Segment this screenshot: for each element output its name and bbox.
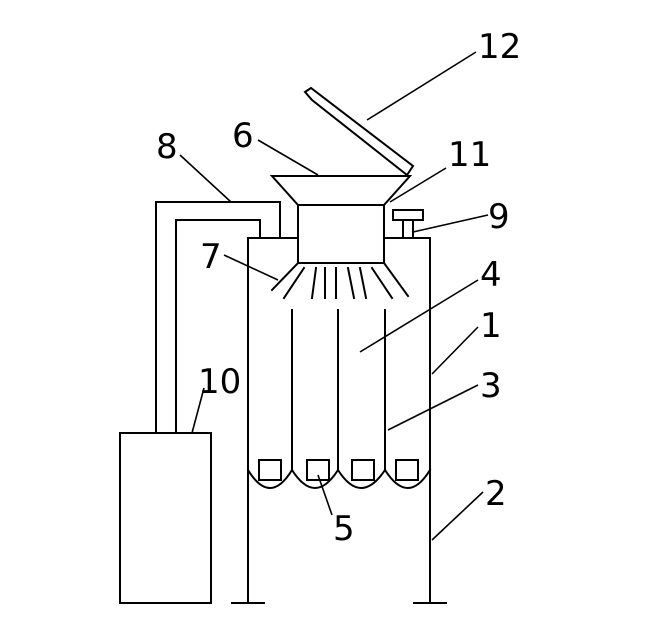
label-1: 1 (480, 306, 502, 346)
collecting-cups (258, 459, 419, 481)
label-6: 6 (232, 116, 254, 156)
valve-head (392, 209, 424, 221)
valve-stem (402, 219, 414, 239)
filter-tubes (246, 309, 432, 489)
left-vessel (119, 432, 212, 604)
label-12: 12 (478, 27, 521, 67)
hopper-body (297, 204, 385, 264)
label-4: 4 (480, 255, 502, 295)
leader-lines (179, 51, 489, 541)
label-7: 7 (200, 237, 222, 277)
label-11: 11 (448, 135, 491, 175)
label-2: 2 (485, 474, 507, 514)
label-3: 3 (480, 366, 502, 406)
label-10: 10 (198, 362, 241, 402)
hopper (269, 175, 413, 206)
label-8: 8 (156, 127, 178, 167)
feed-chute (303, 86, 415, 177)
label-5: 5 (333, 509, 355, 549)
spray-nozzles (270, 261, 410, 300)
label-9: 9 (488, 197, 510, 237)
